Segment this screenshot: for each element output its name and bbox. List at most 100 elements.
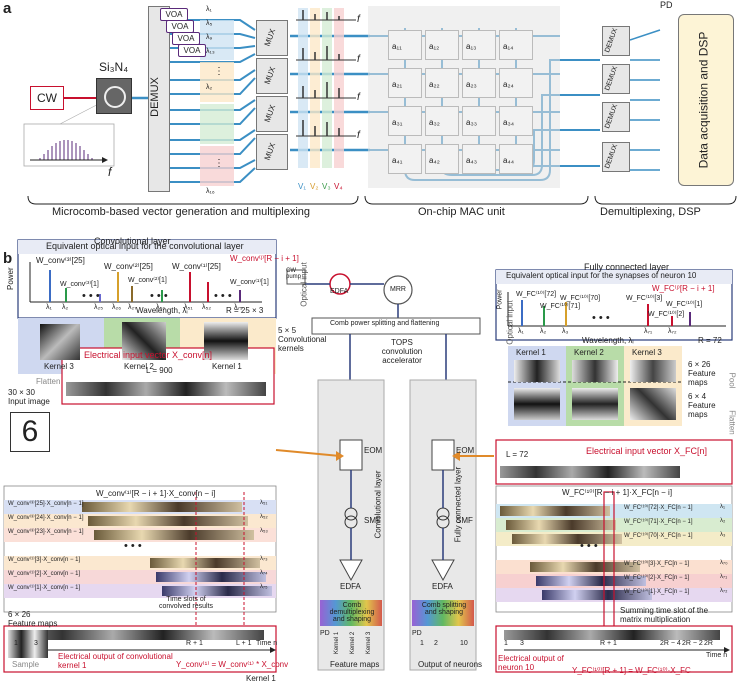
pd-label: PD: [320, 630, 330, 637]
fc-w-general: W_FC⁽ʲ⁾[R − i + 1]: [652, 284, 715, 293]
time-tick: 3: [520, 640, 524, 647]
time-tick: 3: [34, 640, 38, 647]
mac-cell-label: a₃₃: [466, 118, 477, 127]
fc-row-lambda: λ₇₁: [720, 574, 728, 580]
lambda-tick: λ₇₅: [234, 304, 243, 311]
demux-label: DEMUX: [604, 143, 620, 170]
edfa-label: EDFA: [340, 582, 361, 591]
summing-slot-label: Summing time slot of the matrix multipli…: [620, 606, 709, 624]
lambda-label: λ₁₆: [206, 188, 215, 195]
lambda-tick: λ₂₇: [128, 304, 137, 311]
eom-label: EOM: [456, 446, 475, 455]
dsp-block: Data acquisition and DSP: [678, 14, 734, 186]
pd-label: PD: [412, 630, 422, 637]
fc-row-label: W_FC⁽¹⁰⁾[2]·X_FC[n − 1]: [624, 575, 690, 581]
mac-cell-label: a₃₄: [503, 118, 514, 127]
eom-label: EOM: [364, 446, 383, 455]
comb-demux-label: Comb demultiplexing and shaping: [329, 602, 375, 623]
flatten-label: Flatten: [36, 377, 61, 386]
fc-row-lambda: λ₇₀: [720, 560, 728, 566]
fc-optical-input-label: Optical input: [505, 300, 515, 345]
microring-chip: [96, 78, 132, 114]
output-neurons: Output of neurons: [418, 660, 483, 669]
conv-w-label: W_conv⁽²⁾[1]: [128, 277, 167, 284]
time-tick: 1: [14, 640, 18, 647]
tops-label: TOPS convolution accelerator: [381, 338, 423, 365]
fm-26-image-1: [514, 360, 560, 382]
conv-w-label: W_conv⁽¹⁾[25]: [172, 262, 221, 271]
v-label: V₃: [322, 182, 331, 191]
input-digit-image: 6: [10, 412, 50, 452]
mac-cell-label: a₁₃: [466, 42, 477, 51]
ellipsis: • • •: [214, 290, 232, 302]
lambda-tick: λ₁: [518, 328, 524, 335]
fm-26-image-3: [630, 360, 676, 382]
fm-4-image-2: [572, 388, 618, 420]
fc-layer-title: Fully connected layer: [584, 262, 670, 272]
feature-maps-out: Feature maps: [330, 660, 380, 669]
fm-4-image-1: [514, 388, 560, 420]
demux-label: DEMUX: [604, 103, 620, 130]
mac-cell-label: a₄₂: [429, 156, 440, 165]
voa-4: VOA: [178, 44, 206, 57]
conv-sum-label: W_conv⁽¹⁾[R − i + 1]·X_conv[n − i]: [96, 489, 216, 498]
mac-cell: [388, 106, 422, 136]
mux-label: MUX: [262, 141, 278, 162]
elec-input-conv-label: Electrical input vector X_conv[n]: [84, 350, 213, 360]
kernel1-footer: Kernel 1: [246, 674, 276, 683]
lambda-tick: λ₇₁: [644, 328, 653, 335]
comb-split-label: Comb power splitting and flattening: [330, 320, 440, 327]
pool-label: Pool: [727, 372, 737, 389]
time-tick: L + 1: [236, 640, 252, 647]
l-conv-label: L = 900: [146, 366, 173, 375]
v-label: V₂: [310, 182, 319, 191]
conv-row-lambda: λ₅₂: [260, 514, 268, 520]
ellipsis: • • •: [592, 312, 610, 324]
mac-cell: [462, 68, 496, 98]
mac-cell: [499, 68, 533, 98]
mac-cell-label: a₂₃: [466, 80, 477, 89]
mac-cell-label: a₃₁: [392, 118, 403, 127]
lambda-tick: λ₇₂: [668, 328, 677, 335]
mux-1: MUX: [256, 20, 288, 56]
fc-row-label: W_FC⁽¹⁰⁾[70]·X_FC[n − 1]: [624, 533, 693, 539]
ellipsis: • • •: [150, 290, 168, 302]
comb-split-shape-label: Comb splitting and shaping: [421, 602, 467, 616]
kernel-1-image: [204, 322, 248, 360]
mac-cell: [425, 68, 459, 98]
mac-cell-label: a₄₁: [392, 156, 403, 165]
time-tick: 2R − 2: [682, 640, 703, 647]
mac-cell-label: a₂₁: [392, 80, 403, 89]
fm-4-image-3: [630, 388, 676, 420]
fc-pd-output: 2: [434, 640, 438, 647]
elec-output-conv-label: Electrical output of convolutional kerne…: [58, 652, 173, 670]
f-label: f: [357, 92, 360, 103]
dots-vertical: ⋮: [214, 66, 224, 77]
time-tick: R + 1: [186, 640, 203, 647]
conv-row-label: W_conv⁽¹⁾[1]·X_conv[n − 1]: [8, 585, 81, 591]
fc-w-label: W_FC⁽¹⁰⁾[3]: [626, 295, 663, 302]
mac-cell: [425, 106, 459, 136]
wavelength-axis-label: Wavelength, λᵢ: [136, 306, 188, 315]
fc-row-lambda: λ₃: [720, 532, 726, 538]
conv-w-label: W_conv⁽³⁾[1]: [60, 281, 99, 288]
feature-maps-conv-label: 6 × 26 Feature maps: [8, 610, 58, 628]
elec-input-fc-label: Electrical input vector X_FC[n]: [586, 446, 708, 456]
kernel-3-image: [40, 324, 80, 360]
smf-label: SMF: [456, 516, 473, 525]
smf-label: SMF: [364, 516, 381, 525]
fc-row-label: W_FC⁽¹⁰⁾[72]·X_FC[n − 1]: [624, 505, 693, 511]
conv-pd-output: Kernel 1: [334, 631, 341, 655]
conv-pd-output: Kernel 3: [366, 631, 373, 655]
mux-label: MUX: [262, 65, 278, 86]
mac-cell: [388, 68, 422, 98]
output-demux-2: DEMUX: [602, 64, 630, 94]
kernel-label: Kernel 3: [44, 362, 74, 371]
mac-cell: [499, 106, 533, 136]
input-image-label: 30 × 30 Input image: [8, 388, 50, 406]
conv-row-lambda: λ₇₄: [260, 570, 268, 576]
ellipsis: • • •: [124, 540, 142, 552]
mux-label: MUX: [262, 103, 278, 124]
conv-w-label: W_conv⁽¹⁾[1]: [230, 279, 269, 286]
mac-cell: [462, 30, 496, 60]
